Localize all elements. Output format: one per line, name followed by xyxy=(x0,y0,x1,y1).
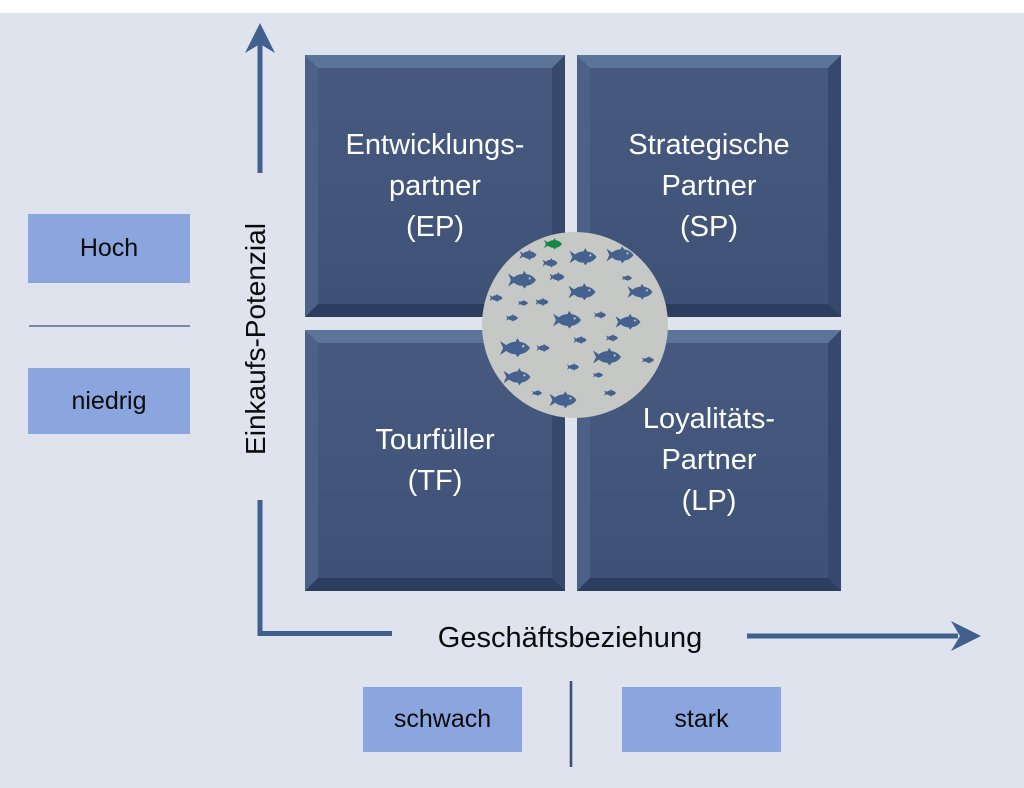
fish-icon xyxy=(542,258,558,268)
fish-icon xyxy=(535,297,549,307)
fish-icon xyxy=(622,274,632,282)
quadrant-line: Partner xyxy=(661,444,757,476)
fish-eye xyxy=(613,354,616,357)
fish-icon xyxy=(553,310,581,329)
fish-eye xyxy=(522,345,525,348)
fish-icon xyxy=(506,314,518,322)
quadrant-label: Entwicklungs- partner (EP) xyxy=(346,125,525,248)
fish-icon xyxy=(508,270,536,289)
fish-eye xyxy=(569,397,572,400)
quadrant-line: Strategische xyxy=(628,128,790,161)
y-scale-low-box: niedrig xyxy=(28,368,190,434)
y-scale-high-box: Hoch xyxy=(28,214,190,283)
fish-eye xyxy=(589,254,592,257)
y-scale-high-label: Hoch xyxy=(79,234,139,262)
fish-eye xyxy=(573,317,576,320)
fish-icon xyxy=(606,246,634,264)
fish-icon xyxy=(615,313,641,330)
quadrant-line: (EP) xyxy=(406,210,464,243)
quadrant-label: Loyalitäts- Partner (LP) xyxy=(643,399,775,522)
fish-icon xyxy=(606,334,618,342)
x-axis-arrowhead-icon xyxy=(951,621,981,651)
quadrant-line: (TF) xyxy=(407,464,463,497)
quadrant-label: Tourfüller (TF) xyxy=(375,420,494,502)
fish-eye xyxy=(633,319,636,322)
quadrant-line: (LP) xyxy=(681,485,737,517)
fish-icon xyxy=(549,391,577,409)
fish-school-graphic xyxy=(489,238,654,409)
fish-icon xyxy=(536,343,550,353)
fish-icon xyxy=(627,283,653,300)
quadrant-line: Partner xyxy=(661,169,757,202)
fish-eye xyxy=(588,289,591,292)
fish-icon xyxy=(594,311,606,319)
x-scale-strong-label: stark xyxy=(674,705,729,733)
fish-eye xyxy=(528,277,531,280)
x-scale-strong-box: stark xyxy=(622,687,781,752)
quadrant-line: Loyalitäts- xyxy=(642,403,776,435)
y-axis-arrowhead-icon xyxy=(245,23,275,53)
fish-school-circle xyxy=(482,232,668,418)
fish-icon xyxy=(604,389,616,397)
fish-icon xyxy=(503,368,531,386)
y-scale-low-label: niedrig xyxy=(71,386,147,415)
fish-icon xyxy=(519,249,537,261)
fish-icon xyxy=(518,299,528,307)
quadrant-line: partner xyxy=(389,169,481,202)
fish-eye xyxy=(523,374,526,377)
quadrant-label: Strategische Partner (SP) xyxy=(628,125,789,248)
fish-icon xyxy=(532,389,542,397)
x-scale-weak-box: schwach xyxy=(363,687,522,752)
fish-icon xyxy=(593,371,603,379)
fish-icon xyxy=(489,293,503,303)
fish-icon xyxy=(568,283,596,301)
quadrant-line: (SP) xyxy=(679,210,738,243)
fish-icon xyxy=(569,248,597,266)
quadrant-line: Entwicklungs- xyxy=(345,128,525,161)
fish-icon xyxy=(567,363,579,371)
top-white-strip xyxy=(0,0,1024,13)
fish-icon xyxy=(573,335,587,345)
fish-icon xyxy=(549,272,565,282)
quadrant-line: Tourfüller xyxy=(375,423,495,456)
fish-icon xyxy=(500,338,530,358)
fish-eye xyxy=(645,289,648,292)
fish-eye xyxy=(626,252,629,255)
fish-icon xyxy=(642,356,654,364)
y-axis-label: Einkaufs-Potenzial xyxy=(240,223,271,455)
green-fish-icon xyxy=(544,238,562,250)
fish-icon xyxy=(593,347,621,366)
x-scale-weak-label: schwach xyxy=(393,705,492,733)
x-axis-label: Geschäftsbeziehung xyxy=(437,622,703,654)
